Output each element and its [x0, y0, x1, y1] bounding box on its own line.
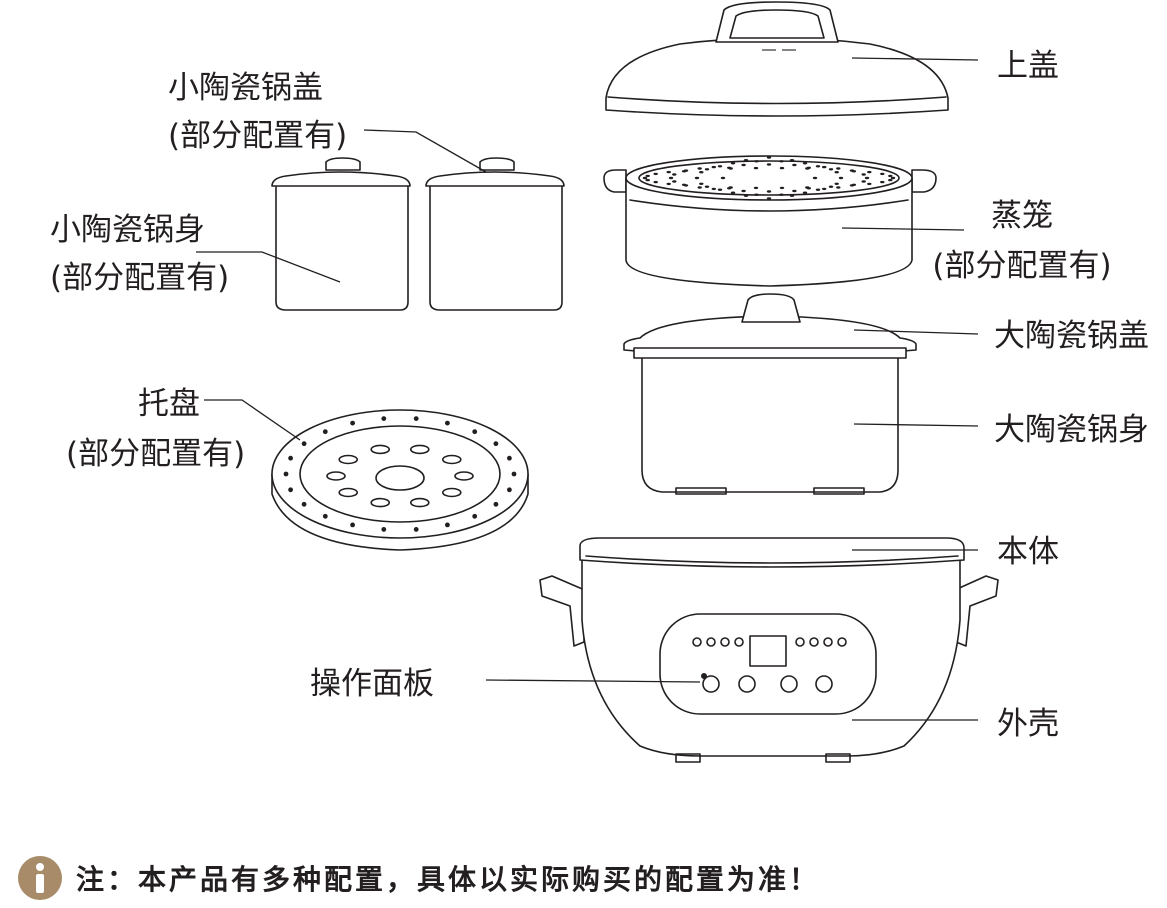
label-control-panel: 操作面板	[310, 666, 434, 702]
label-steamer: 蒸笼	[991, 198, 1053, 234]
label-steamer-note: (部分配置有)	[932, 248, 1111, 284]
info-icon	[18, 856, 62, 900]
configuration-note: 注：本产品有多种配置，具体以实际购买的配置为准！	[18, 848, 820, 908]
label-small-ceramic-lid-note: (部分配置有)	[168, 118, 347, 154]
top-lid-drawing	[605, 1, 949, 117]
leader-lines	[196, 57, 979, 721]
label-small-ceramic-body: 小陶瓷锅身	[50, 212, 205, 248]
label-small-ceramic-body-note: (部分配置有)	[50, 260, 229, 296]
label-tray: 托盘	[138, 386, 200, 422]
large-ceramic-pot-drawing	[633, 347, 907, 495]
label-small-ceramic-lid: 小陶瓷锅盖	[168, 70, 323, 106]
tray-drawing	[271, 409, 529, 551]
label-top-lid: 上盖	[997, 48, 1059, 84]
steamer-drawing	[603, 155, 937, 287]
cooker-base-drawing	[539, 537, 999, 763]
label-large-ceramic-lid: 大陶瓷锅盖	[994, 318, 1149, 354]
large-ceramic-lid-drawing	[623, 293, 917, 357]
small-ceramic-pots-drawing	[271, 157, 565, 311]
note-text: 注：本产品有多种配置，具体以实际购买的配置为准！	[76, 863, 821, 896]
label-base: 本体	[997, 534, 1059, 570]
label-tray-note: (部分配置有)	[66, 436, 245, 472]
label-shell: 外壳	[997, 706, 1059, 742]
label-large-ceramic-body: 大陶瓷锅身	[994, 412, 1149, 448]
